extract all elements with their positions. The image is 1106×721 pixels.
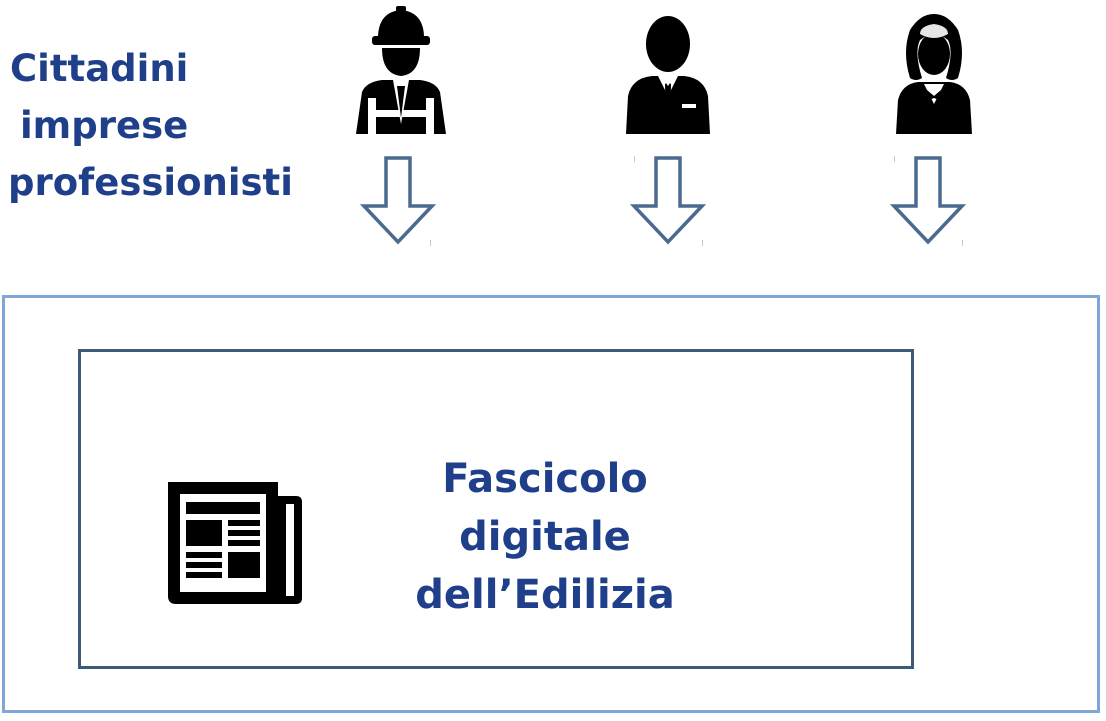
businessman-icon <box>626 16 710 134</box>
placeholder-mark <box>702 240 703 246</box>
down-arrow-icon <box>360 156 436 245</box>
newspaper-icon <box>162 472 308 608</box>
users-label-line-2: imprese <box>20 104 189 147</box>
businesswoman-icon <box>896 14 972 134</box>
box-title-line-2: digitale <box>459 514 631 560</box>
box-title-line-3: dell’Edilizia <box>415 572 675 618</box>
placeholder-mark <box>634 156 635 162</box>
construction-worker-icon <box>356 6 446 134</box>
down-arrow-icon <box>630 156 706 245</box>
placeholder-mark <box>894 156 895 162</box>
box-title-line-1: Fascicolo <box>442 456 648 502</box>
users-label: Cittadini imprese professionisti <box>2 40 382 211</box>
placeholder-mark <box>430 240 431 246</box>
placeholder-mark <box>962 240 963 246</box>
users-label-line-1: Cittadini <box>10 47 189 90</box>
box-title: Fascicolo digitale dell’Edilizia <box>380 450 710 624</box>
users-label-line-3: professionisti <box>8 161 293 204</box>
down-arrow-icon <box>890 156 966 245</box>
